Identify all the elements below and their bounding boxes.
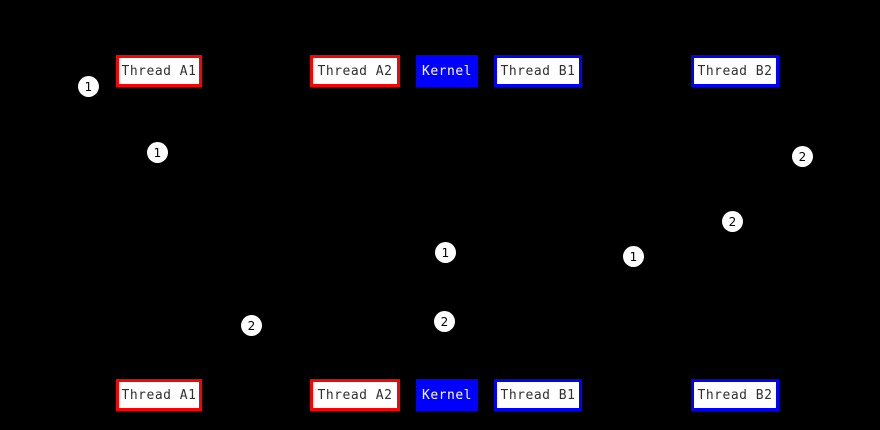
step-badge-number: 2: [728, 214, 737, 229]
message-arrow-4: [538, 222, 734, 223]
participant-label: Thread A2: [317, 387, 393, 403]
lifeline-tick-kernel-bottom: [446, 375, 447, 379]
lifeline-tick-kernel-top: [446, 87, 447, 91]
participant-footer-thread-a2[interactable]: Thread A2: [310, 379, 400, 411]
step-badge-number: 1: [153, 145, 162, 160]
lifeline-thread-a1: [158, 87, 159, 379]
participant-footer-thread-b2[interactable]: Thread B2: [691, 379, 779, 411]
step-badge-number: 2: [440, 314, 449, 329]
lifeline-tick-thread-b2-bottom: [734, 375, 735, 379]
step-badge-number: 1: [629, 249, 638, 264]
lifeline-thread-a2: [355, 87, 356, 379]
lifeline-tick-thread-b1-bottom: [538, 375, 539, 379]
step-badge[interactable]: 2: [792, 146, 813, 167]
participant-label: Thread A1: [121, 63, 197, 79]
participant-label: Thread B2: [697, 63, 773, 79]
participant-footer-kernel[interactable]: Kernel: [416, 379, 478, 411]
step-badge[interactable]: 2: [722, 211, 743, 232]
message-arrow-2: [158, 153, 355, 154]
participant-label: Thread A2: [317, 63, 393, 79]
lifeline-tick-thread-a1-top: [158, 87, 159, 91]
participant-label: Kernel: [422, 387, 472, 403]
message-arrow-5: [355, 253, 446, 254]
participant-header-thread-b1[interactable]: Thread B1: [494, 55, 582, 87]
participant-header-thread-b2[interactable]: Thread B2: [691, 55, 779, 87]
lifeline-tick-thread-a1-bottom: [158, 375, 159, 379]
lifeline-tick-thread-b1-top: [538, 87, 539, 91]
step-badge[interactable]: 1: [435, 242, 456, 263]
step-badge-number: 2: [798, 149, 807, 164]
participant-label: Kernel: [422, 63, 472, 79]
step-badge[interactable]: 1: [623, 246, 644, 267]
participant-label: Thread B2: [697, 387, 773, 403]
lifeline-tick-thread-b2-top: [734, 87, 735, 91]
lifeline-thread-b2: [734, 87, 735, 379]
participant-label: Thread A1: [121, 387, 197, 403]
message-arrow-6: [538, 257, 634, 258]
step-badge[interactable]: 2: [241, 315, 262, 336]
step-badge-number: 1: [84, 79, 93, 94]
message-arrow-3: [734, 157, 803, 158]
participant-label: Thread B1: [500, 63, 576, 79]
step-badge[interactable]: 1: [147, 142, 168, 163]
step-badge[interactable]: 2: [434, 311, 455, 332]
participant-footer-thread-a1[interactable]: Thread A1: [116, 379, 202, 411]
participant-header-thread-a2[interactable]: Thread A2: [310, 55, 400, 87]
message-arrow-8: [355, 322, 446, 323]
lifeline-kernel: [446, 87, 447, 379]
step-badge[interactable]: 1: [78, 76, 99, 97]
participant-label: Thread B1: [500, 387, 576, 403]
lifeline-thread-b1: [538, 87, 539, 379]
step-badge-number: 2: [247, 318, 256, 333]
step-badge-number: 1: [441, 245, 450, 260]
participant-header-thread-a1[interactable]: Thread A1: [116, 55, 202, 87]
message-arrow-1: [89, 87, 158, 88]
lifeline-tick-thread-a2-bottom: [355, 375, 356, 379]
participant-footer-thread-b1[interactable]: Thread B1: [494, 379, 582, 411]
participant-header-kernel[interactable]: Kernel: [416, 55, 478, 87]
lifeline-tick-thread-a2-top: [355, 87, 356, 91]
